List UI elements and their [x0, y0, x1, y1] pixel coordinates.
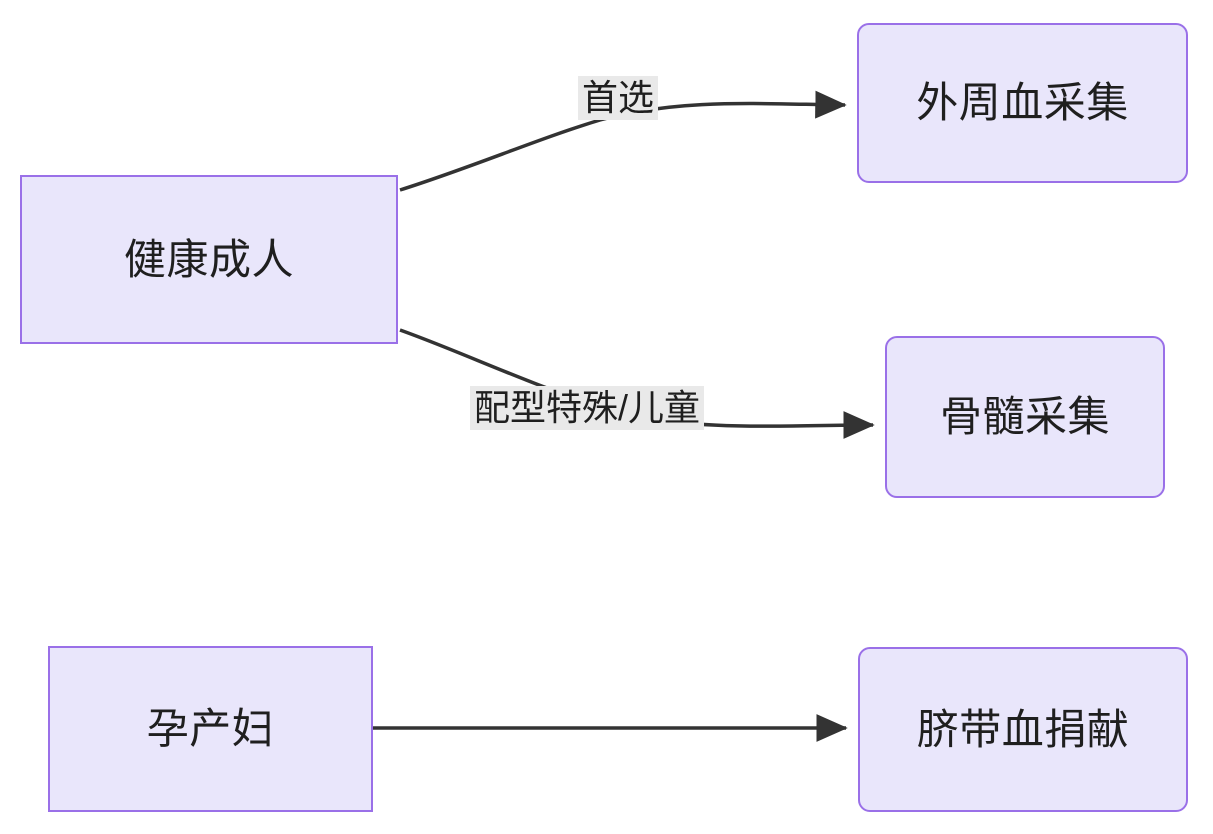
node-healthy-adult-label: 健康成人 — [123, 235, 294, 283]
edge-healthy-adult-to-peripheral-blood — [399, 90, 847, 192]
node-cord-blood-label: 脐带血捐献 — [916, 705, 1130, 753]
node-pregnant-woman-label: 孕产妇 — [146, 705, 275, 752]
node-healthy-adult[interactable]: 健康成人 — [20, 175, 398, 344]
node-bone-marrow[interactable]: 骨髓采集 — [885, 336, 1165, 498]
node-pregnant-woman[interactable]: 孕产妇 — [48, 646, 373, 812]
edge-label-special-type: 配型特殊/儿童 — [470, 386, 705, 430]
node-bone-marrow-label: 骨髓采集 — [939, 393, 1110, 440]
node-cord-blood[interactable]: 脐带血捐献 — [858, 647, 1188, 812]
edge-label-first-choice: 首选 — [578, 76, 659, 120]
node-peripheral-blood[interactable]: 外周血采集 — [857, 23, 1188, 183]
node-peripheral-blood-label: 外周血采集 — [916, 79, 1129, 126]
